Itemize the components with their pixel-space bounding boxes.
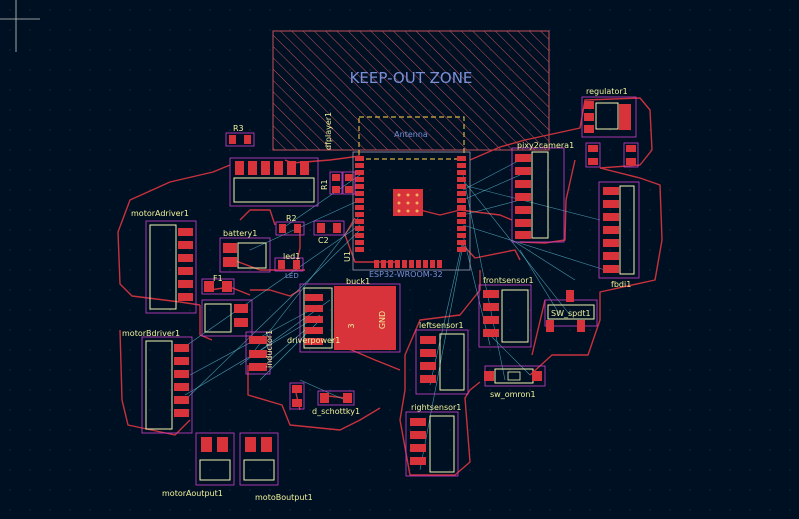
- antenna-label: Antenna: [394, 130, 428, 139]
- buck-label: buck1: [346, 277, 370, 286]
- sw-omron-footprint[interactable]: sw_omron1: [484, 365, 546, 399]
- keepout-zone[interactable]: KEEP-OUT ZONE: [272, 30, 550, 151]
- inductor-label: inductor1: [265, 330, 274, 368]
- ratsnest-lines: [179, 159, 606, 471]
- thermal-pad: [393, 189, 423, 216]
- sw-spdt-footprint[interactable]: SW_spdt1: [544, 290, 598, 332]
- motorBdriver-footprint[interactable]: motorBdriver1: [122, 329, 193, 434]
- frontsensor-footprint[interactable]: frontsensor1: [478, 276, 534, 348]
- module-value-label: ESP32-WROOM-32: [369, 270, 443, 279]
- module-right-pads: [457, 156, 466, 252]
- c4-footprint[interactable]: [623, 142, 639, 168]
- c2-footprint[interactable]: C2: [313, 220, 345, 245]
- fbdi-footprint[interactable]: fbdi1: [598, 181, 640, 289]
- c2-label: C2: [318, 236, 329, 245]
- antenna-outline: [358, 116, 465, 160]
- module-bottom-pads: [374, 260, 442, 268]
- r1-label: R1: [320, 179, 329, 190]
- led-footprint[interactable]: led1 LED: [274, 252, 304, 280]
- battery-footprint[interactable]: battery1: [219, 229, 271, 273]
- frontsensor-label: frontsensor1: [483, 276, 534, 285]
- d-schottky-footprint[interactable]: d_schottky1: [312, 390, 360, 416]
- buck-pin-name: GND: [378, 311, 387, 329]
- dfplayer-label: dfplayer1: [324, 112, 333, 150]
- r2-footprint[interactable]: R2: [275, 214, 305, 236]
- r3-label: R3: [233, 124, 244, 133]
- leftsensor-footprint[interactable]: leftsensor1: [415, 321, 469, 395]
- f1-footprint[interactable]: F1: [201, 274, 235, 295]
- module-left-pads: [355, 156, 364, 252]
- keepout-label: KEEP-OUT ZONE: [350, 69, 473, 87]
- rightsensor-label: rightsensor1: [411, 403, 461, 412]
- motorAout-label: motorAoutput1: [162, 489, 223, 498]
- motorAdriver-footprint[interactable]: motorAdriver1: [131, 209, 197, 314]
- buck-tab-pad: [334, 286, 396, 350]
- r1-footprint[interactable]: R1: [320, 171, 343, 195]
- schottky-label: d_schottky1: [312, 407, 360, 416]
- motorBout-label: motoBoutput1: [255, 493, 313, 502]
- pixy-label: pixy2camera1: [517, 141, 574, 150]
- motorAoutput-footprint[interactable]: motorAoutput1: [162, 432, 235, 498]
- dfplayer-footprint[interactable]: dfplayer1: [229, 112, 333, 207]
- sw-omron-label: sw_omron1: [490, 390, 536, 399]
- crosshair-cursor-icon: [0, 0, 40, 52]
- fbdi-label: fbdi1: [611, 280, 631, 289]
- c5-footprint[interactable]: [289, 382, 305, 410]
- battery-label: battery1: [223, 229, 257, 238]
- c3-footprint[interactable]: [585, 142, 601, 168]
- led-value-label: LED: [285, 272, 299, 280]
- regulator-label: regulator1: [586, 87, 628, 96]
- motorA-label: motorAdriver1: [131, 209, 189, 218]
- motoBoutput-footprint[interactable]: motoBoutput1: [239, 432, 313, 502]
- r2-label: R2: [286, 214, 297, 223]
- driverpower-footprint[interactable]: driverpower1: [201, 299, 340, 345]
- esp32-module[interactable]: Antenna: [343, 116, 471, 279]
- rightsensor-footprint[interactable]: rightsensor1: [405, 403, 461, 477]
- sw-spdt-label: SW_spdt1: [551, 309, 591, 318]
- buck-pin-number: 3: [347, 323, 356, 328]
- leftsensor-label: leftsensor1: [419, 321, 464, 330]
- module-ref-label: U1: [343, 251, 352, 262]
- led-label: led1: [283, 252, 300, 261]
- motorB-label: motorBdriver1: [122, 329, 180, 338]
- f1-label: F1: [213, 274, 223, 283]
- buck-footprint[interactable]: 3 GND buck1: [299, 277, 401, 353]
- pixy2camera-footprint[interactable]: pixy2camera1: [511, 141, 574, 243]
- driverpower-label: driverpower1: [287, 336, 340, 345]
- inductor-footprint[interactable]: inductor1: [245, 330, 274, 375]
- r3-footprint[interactable]: R3: [225, 124, 255, 147]
- c1-footprint[interactable]: [342, 171, 356, 195]
- regulator-footprint[interactable]: regulator1: [581, 87, 637, 138]
